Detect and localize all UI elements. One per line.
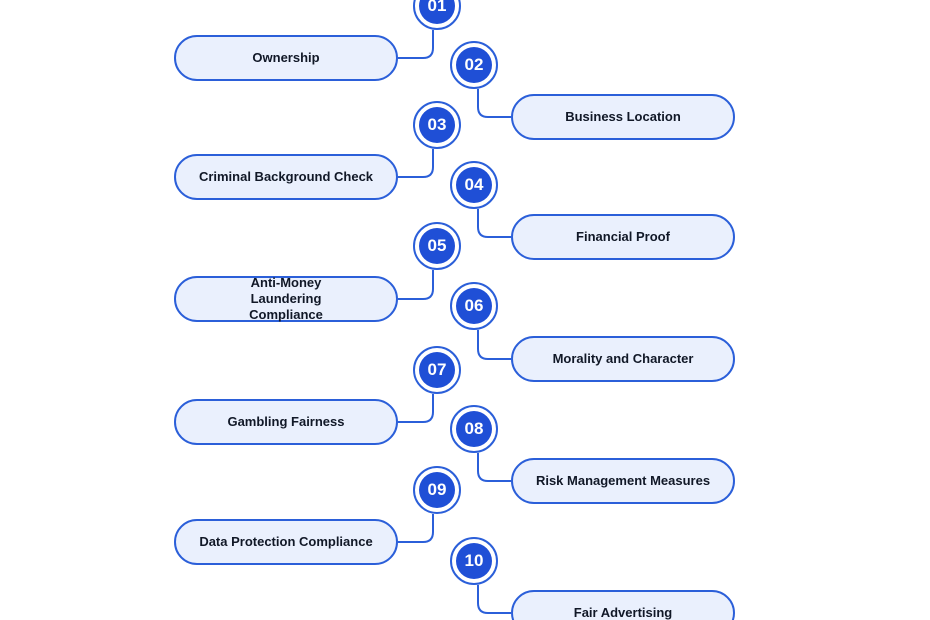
- step-2-number: 02: [456, 47, 492, 83]
- step-5-badge: 05: [413, 222, 461, 270]
- step-7-number: 07: [419, 352, 455, 388]
- step-3-badge: 03: [413, 101, 461, 149]
- step-3-connector: [398, 149, 434, 178]
- step-6-connector: [477, 330, 511, 360]
- step-4-label: Financial Proof: [511, 214, 735, 260]
- step-7-connector: [398, 394, 434, 423]
- step-10-badge: 10: [450, 537, 498, 585]
- step-5-number: 05: [419, 228, 455, 264]
- step-5-connector: [398, 270, 434, 300]
- step-1-number: 01: [419, 0, 455, 24]
- step-6-badge: 06: [450, 282, 498, 330]
- step-4-connector: [477, 209, 511, 238]
- step-10-label: Fair Advertising: [511, 590, 735, 620]
- step-9-label: Data Protection Compliance: [174, 519, 398, 565]
- step-4-badge: 04: [450, 161, 498, 209]
- step-7-badge: 07: [413, 346, 461, 394]
- step-10-connector: [477, 585, 511, 614]
- step-9-badge: 09: [413, 466, 461, 514]
- step-1-connector: [398, 30, 434, 59]
- step-4-number: 04: [456, 167, 492, 203]
- step-9-number: 09: [419, 472, 455, 508]
- step-9-connector: [398, 514, 434, 543]
- step-1-label: Ownership: [174, 35, 398, 81]
- step-8-badge: 08: [450, 405, 498, 453]
- step-8-label: Risk Management Measures: [511, 458, 735, 504]
- step-7-label: Gambling Fairness: [174, 399, 398, 445]
- step-5-label: Anti-Money Laundering Compliance: [174, 275, 398, 322]
- step-2-label: Business Location: [511, 94, 735, 140]
- step-6-label: Morality and Character: [511, 336, 735, 382]
- step-8-number: 08: [456, 411, 492, 447]
- step-3-number: 03: [419, 107, 455, 143]
- step-1-badge: 01: [413, 0, 461, 30]
- step-2-connector: [477, 89, 511, 118]
- step-3-label: Criminal Background Check: [174, 154, 398, 200]
- step-8-connector: [477, 453, 511, 482]
- step-6-number: 06: [456, 288, 492, 324]
- step-2-badge: 02: [450, 41, 498, 89]
- step-10-number: 10: [456, 543, 492, 579]
